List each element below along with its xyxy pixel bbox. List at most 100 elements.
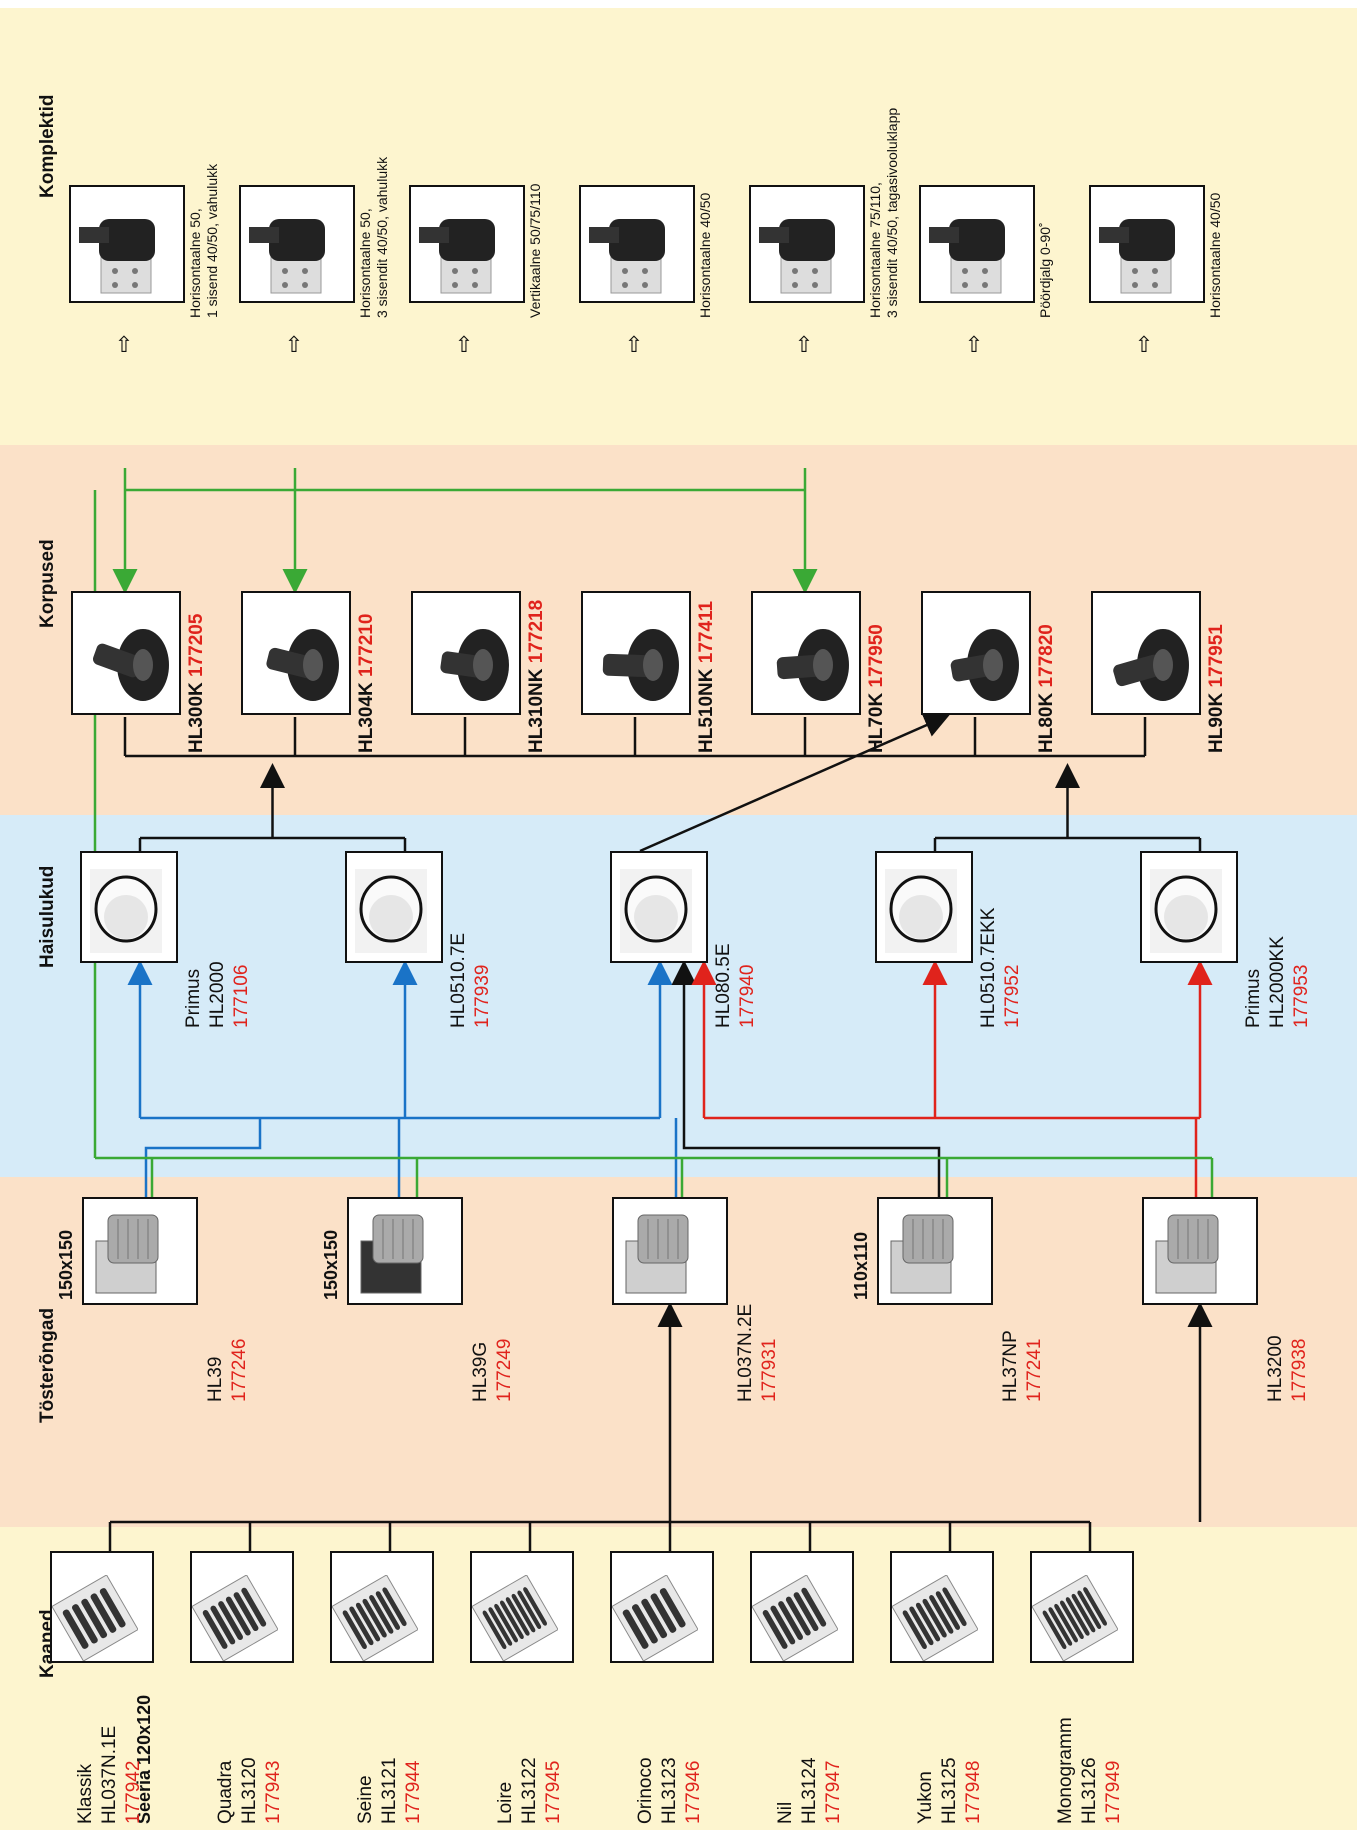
- ring-number: 177241: [1023, 1330, 1047, 1402]
- kit-image: [1089, 185, 1205, 303]
- trap-label: PrimusHL2000KK177953: [1242, 936, 1314, 1028]
- body-number: 177950: [866, 624, 887, 687]
- drain-kit-illustration: [411, 201, 521, 301]
- cover-name: Loire: [494, 1757, 518, 1824]
- cover-image: [470, 1551, 574, 1663]
- trap-name: Primus: [1242, 936, 1266, 1028]
- cover-code: HL3125: [938, 1757, 962, 1824]
- ring-code: HL37NP: [999, 1330, 1023, 1402]
- trap-code: HL2000: [206, 961, 230, 1028]
- trap-image: [875, 851, 973, 963]
- up-arrow-icon: ⇧: [285, 332, 303, 358]
- cover-name: Nil: [774, 1757, 798, 1824]
- trap-number: 177952: [1001, 908, 1025, 1028]
- body-code: HL300K: [186, 682, 207, 753]
- kit-image: [919, 185, 1035, 303]
- up-arrow-icon: ⇧: [965, 332, 983, 358]
- drain-body-illustration: [413, 613, 521, 713]
- kit-description-line2: 3 sisendit 40/50, vahulukk: [374, 157, 391, 318]
- kit-image: [749, 185, 865, 303]
- trap-image: [1140, 851, 1238, 963]
- trap-image: [345, 851, 443, 963]
- trap-number: 177106: [230, 961, 254, 1028]
- kit-image: [579, 185, 695, 303]
- cover-number: 177945: [542, 1757, 566, 1824]
- cover-image: [610, 1551, 714, 1663]
- drain-cover-illustration: [52, 1575, 138, 1661]
- drain-body-illustration: [73, 613, 181, 713]
- raising-ring-illustration: [879, 1203, 979, 1303]
- drain-body-illustration: [243, 613, 351, 713]
- kit-description-line1: Horisontaalne 75/110,: [867, 108, 884, 318]
- body-label: HL510NK 177411: [695, 601, 719, 753]
- body-number: 177210: [356, 614, 377, 677]
- cover-number: 177942: [122, 1726, 146, 1824]
- trap-to-body-diagonal-arrow: [640, 717, 945, 851]
- drain-kit-illustration: [71, 201, 181, 301]
- odor-trap-illustration: [1142, 861, 1230, 961]
- cover-name: Orinoco: [634, 1757, 658, 1824]
- trap-code: HL0510.7E: [447, 933, 471, 1028]
- raising-ring-illustration: [614, 1203, 714, 1303]
- odor-trap-illustration: [82, 861, 170, 961]
- kit-image: [409, 185, 525, 303]
- trap-label: HL0510.7E177939: [447, 933, 495, 1028]
- kit-label: Horisontaalne 40/50: [1207, 193, 1224, 318]
- drain-body-illustration: [753, 613, 861, 713]
- drain-cover-illustration: [192, 1575, 278, 1661]
- body-label: HL90K 177951: [1205, 624, 1229, 753]
- cover-label: SeineHL3121177944: [354, 1757, 426, 1824]
- cover-code: HL3120: [238, 1757, 262, 1824]
- kit-description-line2: 1 sisend 40/50, vahulukk: [204, 164, 221, 318]
- drain-cover-illustration: [892, 1575, 978, 1661]
- trap-image: [80, 851, 178, 963]
- cover-image: [50, 1551, 154, 1663]
- body-number: 177218: [526, 600, 547, 663]
- ring-code: HL39G: [469, 1339, 493, 1402]
- ring-number: 177246: [228, 1339, 252, 1402]
- body-image: [71, 591, 181, 715]
- cover-label: QuadraHL3120177943: [214, 1757, 286, 1824]
- cover-label: NilHL3124177947: [774, 1757, 846, 1824]
- trap-code: HL0510.7EKK: [977, 908, 1001, 1028]
- trap-name: Primus: [182, 961, 206, 1028]
- kit-description-line1: Horisontaalne 40/50: [697, 193, 714, 318]
- cover-name: Seine: [354, 1757, 378, 1824]
- drain-body-illustration: [1093, 613, 1201, 713]
- body-image: [921, 591, 1031, 715]
- body-number: 177205: [186, 614, 207, 677]
- ring-image: [347, 1197, 463, 1305]
- body-code: HL70K: [866, 693, 887, 753]
- body-number: 177820: [1036, 624, 1057, 687]
- cover-code: HL3122: [518, 1757, 542, 1824]
- up-arrow-icon: ⇧: [795, 332, 813, 358]
- odor-trap-illustration: [877, 861, 965, 961]
- cover-image: [1030, 1551, 1134, 1663]
- up-arrow-icon: ⇧: [1135, 332, 1153, 358]
- ring-image: [82, 1197, 198, 1305]
- kit-label: Horisontaalne 40/50: [697, 193, 714, 318]
- ring-number: 177931: [758, 1304, 782, 1402]
- trap-number: 177939: [471, 933, 495, 1028]
- body-label: HL80K 177820: [1035, 624, 1059, 753]
- odor-trap-illustration: [612, 861, 700, 961]
- kit-label: Horisontaalne 50,3 sisendit 40/50, vahul…: [357, 157, 391, 318]
- cover-number: 177948: [962, 1757, 986, 1824]
- drain-cover-illustration: [612, 1575, 698, 1661]
- drain-body-illustration: [923, 613, 1031, 713]
- body-code: HL80K: [1036, 693, 1057, 753]
- body-number: 177951: [1206, 624, 1227, 687]
- ring-code: HL39: [204, 1339, 228, 1402]
- body-image: [751, 591, 861, 715]
- trap-number: 177940: [736, 943, 760, 1028]
- ring-image: [1142, 1197, 1258, 1305]
- trap-code: HL2000KK: [1266, 936, 1290, 1028]
